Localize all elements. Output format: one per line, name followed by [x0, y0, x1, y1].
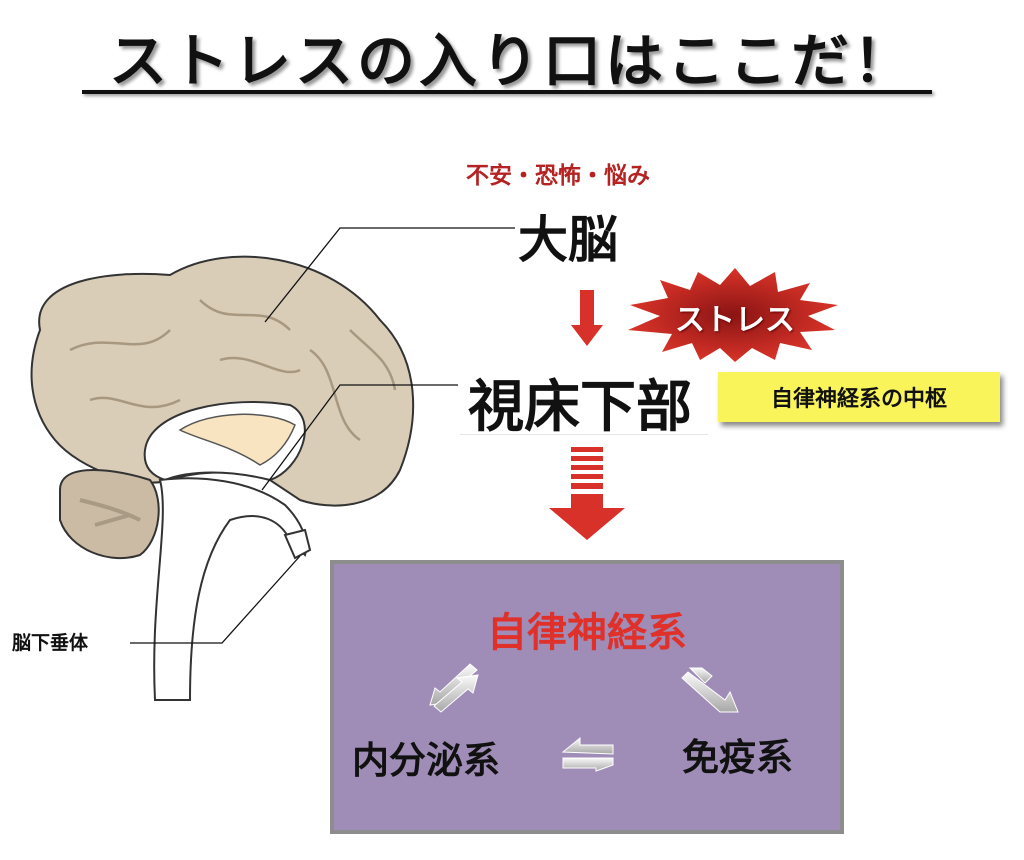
divider: [460, 434, 708, 435]
emotions-label: 不安・恐怖・悩み: [466, 162, 650, 189]
autonomic-center-badge: 自律神経系の中枢: [718, 372, 1000, 422]
stress-label: ストレス: [675, 303, 795, 338]
hypothalamus-leader-line: [261, 384, 458, 491]
striped-down-arrow-icon: [549, 447, 625, 540]
pituitary-leader-line: [130, 555, 301, 644]
endocrine-system-label: 内分泌系: [352, 738, 500, 782]
autonomic-nervous-system-label: 自律神経系: [487, 609, 687, 656]
pituitary-label: 脳下垂体: [12, 632, 89, 654]
hypothalamus-label: 視床下部: [468, 374, 692, 440]
brain-illustration: [30, 255, 415, 701]
cerebrum-label: 大脳: [518, 210, 618, 269]
down-arrow-icon: [571, 290, 603, 346]
stress-starburst-icon: [628, 268, 838, 362]
cerebrum-leader-line: [264, 227, 515, 323]
title-underline: [82, 90, 932, 94]
systems-panel: [330, 560, 844, 834]
immune-system-label: 免疫系: [682, 735, 793, 779]
page-title: ストレスの入り口はここだ！: [108, 27, 915, 95]
